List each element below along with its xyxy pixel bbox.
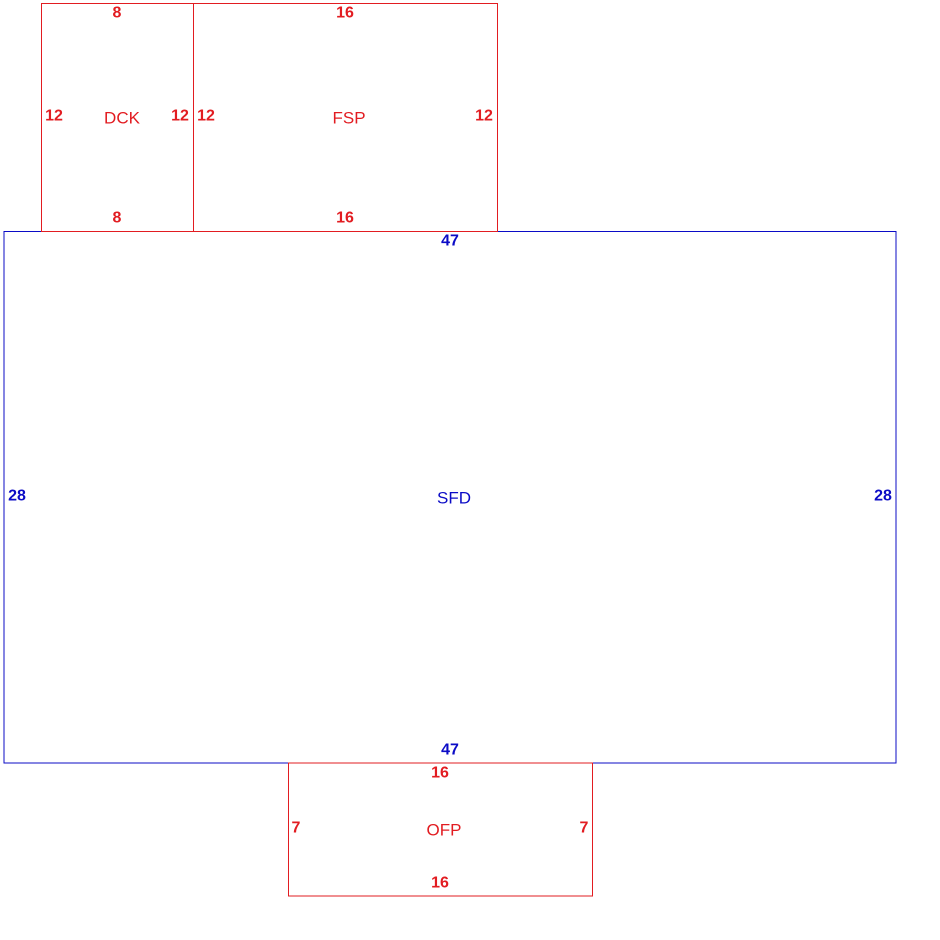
ofp-dim-bottom: 16 <box>431 875 449 892</box>
fsp-dim-right: 12 <box>475 108 493 125</box>
sfd-dim-right: 28 <box>874 488 892 505</box>
dck-dim-bottom: 8 <box>113 210 122 227</box>
ofp-dim-right: 7 <box>580 820 589 837</box>
dck-label: DCK <box>104 109 141 128</box>
fsp-outline <box>192 2 499 233</box>
ofp-outline <box>287 762 594 897</box>
area-fsp: FSP 16 16 12 12 <box>192 2 499 233</box>
dck-dim-left: 12 <box>45 108 63 125</box>
area-sfd: SFD 47 47 28 28 <box>3 230 897 764</box>
sfd-label: SFD <box>437 489 471 508</box>
ofp-dim-left: 7 <box>292 820 301 837</box>
area-ofp: OFP 16 16 7 7 <box>287 762 594 897</box>
fsp-label: FSP <box>332 109 365 128</box>
ofp-label: OFP <box>427 821 462 840</box>
sfd-dim-left: 28 <box>8 488 26 505</box>
ofp-dim-top: 16 <box>431 765 449 782</box>
fsp-dim-top: 16 <box>336 5 354 22</box>
fsp-dim-bottom: 16 <box>336 210 354 227</box>
sfd-dim-top: 47 <box>441 233 459 250</box>
area-dck: DCK 8 8 12 12 <box>40 2 195 233</box>
fsp-dim-left: 12 <box>197 108 215 125</box>
dck-dim-right: 12 <box>171 108 189 125</box>
sfd-dim-bottom: 47 <box>441 742 459 759</box>
dck-dim-top: 8 <box>113 5 122 22</box>
